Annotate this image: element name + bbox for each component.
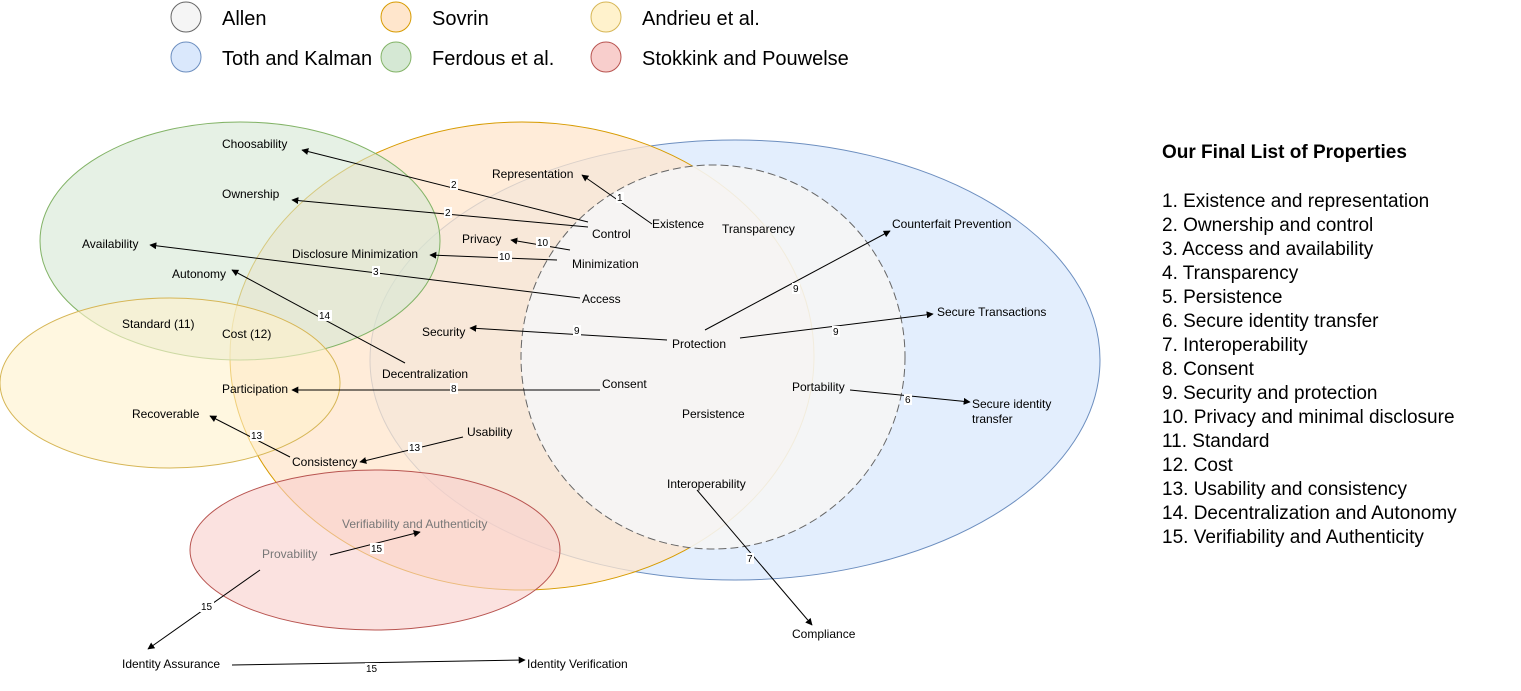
edge-label: 10	[537, 238, 549, 249]
edge-label: 9	[833, 327, 839, 338]
property-secure-transactions: Secure Transactions	[937, 305, 1046, 319]
edge-control-ownership	[291, 197, 589, 228]
edge-label: 8	[451, 384, 457, 395]
legend-swatch-toth	[170, 41, 202, 73]
edge-label: 13	[251, 431, 263, 442]
property-usability: Usability	[467, 425, 512, 439]
final-list-item: 5. Persistence	[1162, 287, 1283, 308]
property-minimization: Minimization	[572, 257, 639, 271]
property-standard: Standard (11)	[122, 317, 195, 331]
edge-label: 15	[366, 664, 378, 675]
edge-label: 10	[499, 252, 511, 263]
property-labels: Choosability Representation Ownership Ex…	[82, 137, 1051, 671]
final-list-item: 3. Access and availability	[1162, 239, 1374, 260]
property-identity-verification: Identity Verification	[527, 657, 628, 671]
legend-label-andrieu: Andrieu et al.	[642, 8, 760, 30]
property-control: Control	[592, 227, 631, 241]
set-allen	[520, 164, 906, 550]
final-list-item: 1. Existence and representation	[1162, 191, 1430, 212]
edge-protection-security	[469, 324, 668, 341]
final-list-item: 12. Cost	[1162, 455, 1233, 476]
edge-label: 14	[319, 311, 331, 322]
edge-protection-counterfait	[704, 230, 891, 331]
edge-label: 7	[747, 554, 753, 565]
final-list-item: 8. Consent	[1162, 359, 1254, 380]
property-security: Security	[422, 325, 465, 339]
edge-labels: 1 2 2 10 10 3 14 9 9 9 8 6 13 13 7 15 15…	[200, 179, 912, 675]
edge-access-availability	[149, 242, 581, 299]
legend-label-sovrin: Sovrin	[432, 8, 489, 30]
set-andrieu	[0, 297, 341, 469]
edge-label: 13	[409, 443, 421, 454]
final-list-item: 9. Security and protection	[1162, 383, 1378, 404]
property-representation: Representation	[492, 167, 573, 181]
edge-minimization-disclosure	[429, 251, 558, 261]
edge-label: 1	[617, 193, 623, 204]
property-recoverable: Recoverable	[132, 407, 200, 421]
property-availability: Availability	[82, 237, 138, 251]
legend-label-toth: Toth and Kalman	[222, 48, 372, 70]
edge-control-choosability	[301, 148, 589, 223]
final-list-item: 7. Interoperability	[1162, 335, 1308, 356]
edge-label: 15	[201, 602, 213, 613]
legend: Allen Sovrin Andrieu et al. Toth and Kal…	[170, 1, 849, 73]
legend-swatch-andrieu	[590, 1, 622, 33]
property-cost: Cost (12)	[222, 327, 271, 341]
property-portability: Portability	[792, 380, 845, 394]
final-list-item: 11. Standard	[1162, 431, 1270, 452]
final-list: 1. Existence and representation 2. Owner…	[1162, 190, 1457, 550]
edge-label: 6	[905, 395, 911, 406]
final-list-item: 15. Verifiability and Authenticity	[1162, 527, 1424, 548]
legend-swatch-allen	[170, 1, 202, 33]
edge-label: 9	[574, 326, 580, 337]
legend-label-stokkink: Stokkink and Pouwelse	[642, 48, 849, 70]
property-consistency: Consistency	[292, 455, 357, 469]
final-list-item: 13. Usability and consistency	[1162, 479, 1408, 500]
property-ownership: Ownership	[222, 187, 280, 201]
property-existence: Existence	[652, 217, 704, 231]
final-list-item: 4. Transparency	[1162, 263, 1299, 284]
legend-swatch-ferdous	[380, 41, 412, 73]
edge-assurance-verification	[231, 656, 526, 666]
property-autonomy: Autonomy	[172, 267, 226, 281]
property-secure-identity-transfer-line2: transfer	[972, 412, 1013, 426]
edge-label: 15	[371, 544, 383, 555]
property-participation: Participation	[222, 382, 288, 396]
property-secure-identity-transfer: Secure identity	[972, 397, 1051, 411]
edge-label: 3	[373, 267, 379, 278]
property-disclosure-minimization: Disclosure Minimization	[292, 247, 418, 261]
property-protection: Protection	[672, 337, 726, 351]
property-identity-assurance: Identity Assurance	[122, 657, 220, 671]
edge-label: 2	[451, 180, 457, 191]
property-verifiability: Verifiability and Authenticity	[342, 517, 487, 531]
property-privacy: Privacy	[462, 232, 501, 246]
edge-label: 9	[793, 284, 799, 295]
legend-label-allen: Allen	[222, 8, 266, 30]
property-persistence: Persistence	[682, 407, 745, 421]
property-choosability: Choosability	[222, 137, 287, 151]
property-compliance: Compliance	[792, 627, 856, 641]
edge-label: 2	[445, 208, 451, 219]
final-list-item: 10. Privacy and minimal disclosure	[1162, 407, 1455, 428]
final-list-item: 6. Secure identity transfer	[1162, 311, 1379, 332]
final-list-item: 2. Ownership and control	[1162, 215, 1374, 236]
legend-swatch-stokkink	[590, 41, 622, 73]
final-list-title: Our Final List of Properties	[1162, 142, 1407, 163]
property-counterfait-prevention: Counterfait Prevention	[892, 217, 1011, 231]
final-list-item: 14. Decentralization and Autonomy	[1162, 503, 1457, 524]
edge-interoperability-compliance	[696, 489, 813, 626]
property-transparency: Transparency	[722, 222, 795, 236]
property-provability: Provability	[262, 547, 317, 561]
property-access: Access	[582, 292, 621, 306]
legend-swatch-sovrin	[380, 1, 412, 33]
venn-sets	[0, 121, 1101, 631]
property-consent: Consent	[602, 377, 647, 391]
property-interoperability: Interoperability	[667, 477, 746, 491]
property-decentralization: Decentralization	[382, 367, 468, 381]
legend-label-ferdous: Ferdous et al.	[432, 48, 554, 70]
